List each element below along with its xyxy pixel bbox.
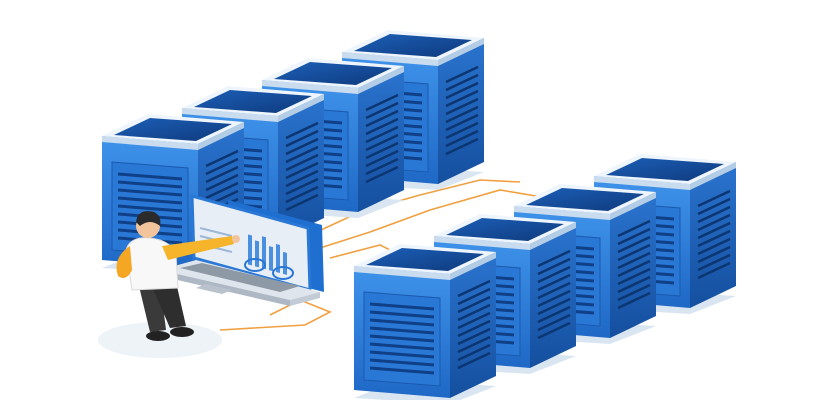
server-rack-icon [352, 242, 498, 400]
technician-figure [116, 211, 240, 341]
server-row-front [352, 152, 738, 400]
laptop-icon [160, 194, 324, 306]
